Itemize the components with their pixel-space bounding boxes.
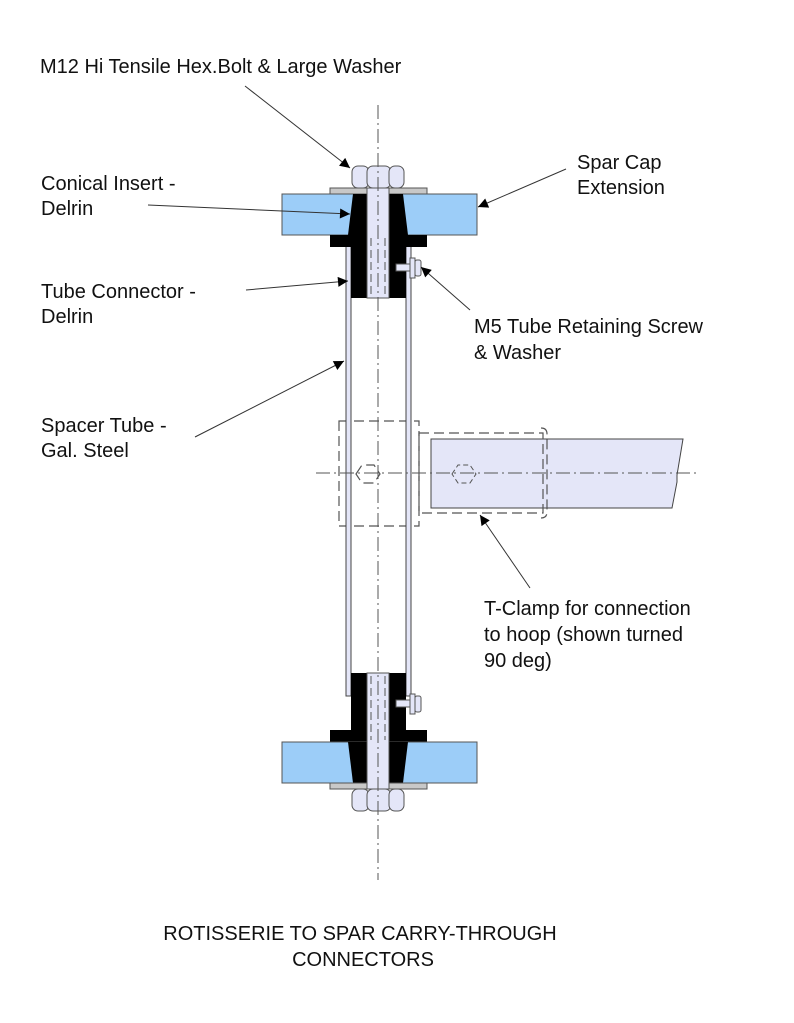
- bottom-conical-insert: [348, 742, 408, 783]
- label-tube-connector-2: Delrin: [41, 306, 93, 328]
- tubeconn-leader-arrow: [245, 276, 349, 291]
- spacer-leader-arrow: [194, 360, 345, 438]
- label-bolt: M12 Hi Tensile Hex.Bolt & Large Washer: [40, 56, 402, 78]
- tclamp-leader-arrow: [479, 514, 531, 589]
- label-t-clamp-1: T-Clamp for connection: [484, 598, 691, 620]
- top-m5-screw: [395, 257, 422, 279]
- label-t-clamp-3: 90 deg): [484, 650, 552, 672]
- label-spacer-tube-2: Gal. Steel: [41, 440, 129, 462]
- diagram-title-line1: ROTISSERIE TO SPAR CARRY-THROUGH: [163, 923, 556, 945]
- conical-leader-arrow: [147, 204, 351, 219]
- diagram-title-line2: CONNECTORS: [292, 949, 434, 971]
- label-conical-insert-1: Conical Insert -: [41, 173, 176, 195]
- label-spar-cap-2: Extension: [577, 177, 665, 199]
- label-m5-screw-2: & Washer: [474, 342, 561, 364]
- label-spacer-tube-1: Spacer Tube -: [41, 415, 167, 437]
- bottom-m5-screw: [395, 693, 422, 715]
- screw-leader-arrow: [420, 266, 471, 311]
- bolt-leader-arrow: [244, 85, 351, 169]
- label-spar-cap-1: Spar Cap: [577, 152, 662, 174]
- label-m5-screw-1: M5 Tube Retaining Screw: [474, 316, 704, 338]
- top-conical-insert: [348, 194, 408, 235]
- sparcap-leader-arrow: [477, 168, 567, 208]
- label-t-clamp-2: to hoop (shown turned: [484, 624, 683, 646]
- label-conical-insert-2: Delrin: [41, 198, 93, 220]
- label-tube-connector-1: Tube Connector -: [41, 281, 196, 303]
- top-tube-connector: [330, 235, 427, 298]
